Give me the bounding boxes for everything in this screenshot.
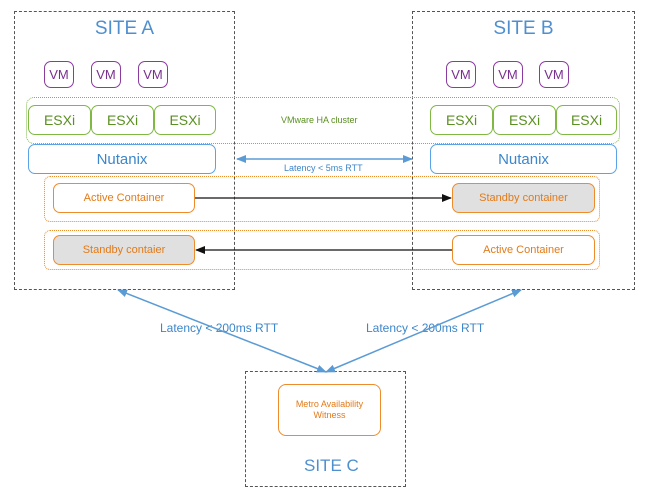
esxi-b-3: ESXi	[556, 105, 617, 135]
vm-a-2-label: VM	[96, 67, 116, 82]
vm-b-1: VM	[446, 61, 476, 88]
nutanix-a-label: Nutanix	[96, 150, 148, 168]
active-container-a-label: Active Container	[83, 192, 165, 204]
esxi-a-3: ESXi	[154, 105, 216, 135]
vm-a-3-label: VM	[143, 67, 163, 82]
witness-arrow-right	[325, 289, 522, 373]
vm-b-1-label: VM	[451, 67, 471, 82]
esxi-a-2-label: ESXi	[106, 112, 139, 128]
esxi-a-2: ESXi	[91, 105, 154, 135]
vm-a-1-label: VM	[49, 67, 69, 82]
site-a-frame: SITE A	[14, 11, 235, 290]
standby-container-a: Standby contaier	[53, 235, 195, 265]
witness-line-2: Witness	[313, 410, 346, 420]
nutanix-b: Nutanix	[430, 144, 617, 174]
ha-cluster-label: VMware HA cluster	[281, 115, 358, 125]
vm-b-3: VM	[539, 61, 569, 88]
active-container-b: Active Container	[452, 235, 595, 265]
standby-container-b-label: Standby container	[479, 192, 568, 204]
vm-b-3-label: VM	[544, 67, 564, 82]
esxi-b-2: ESXi	[493, 105, 556, 135]
replication-group-1	[44, 176, 600, 222]
esxi-b-3-label: ESXi	[570, 112, 603, 128]
esxi-b-1-label: ESXi	[445, 112, 478, 128]
site-c-title: SITE C	[304, 456, 359, 475]
standby-container-b: Standby container	[452, 183, 595, 213]
site-b-title: SITE B	[493, 18, 554, 39]
vm-a-2: VM	[91, 61, 121, 88]
active-container-a: Active Container	[53, 183, 195, 213]
vm-a-3: VM	[138, 61, 168, 88]
vm-b-2: VM	[493, 61, 523, 88]
replication-group-2	[44, 230, 600, 270]
vm-a-1: VM	[44, 61, 74, 88]
esxi-b-1: ESXi	[430, 105, 493, 135]
standby-container-a-label: Standby contaier	[82, 244, 166, 256]
esxi-a-3-label: ESXi	[169, 112, 201, 128]
nutanix-b-label: Nutanix	[498, 150, 549, 168]
site-b-frame: SITE B	[412, 11, 635, 290]
metro-witness-box: Metro Availability Witness	[278, 384, 381, 436]
nutanix-a: Nutanix	[28, 144, 216, 174]
witness-line-1: Metro Availability	[295, 398, 364, 409]
site-a-title: SITE A	[94, 18, 155, 39]
witness-arrow-left	[117, 289, 327, 373]
esxi-b-2-label: ESXi	[508, 112, 541, 128]
ha-cluster-group	[26, 97, 620, 144]
esxi-a-1: ESXi	[28, 105, 91, 135]
latency-sites-label: Latency < 5ms RTT	[284, 163, 363, 173]
active-container-b-label: Active Container	[483, 244, 564, 256]
vm-b-2-label: VM	[498, 67, 518, 82]
esxi-a-1-label: ESXi	[43, 112, 76, 128]
